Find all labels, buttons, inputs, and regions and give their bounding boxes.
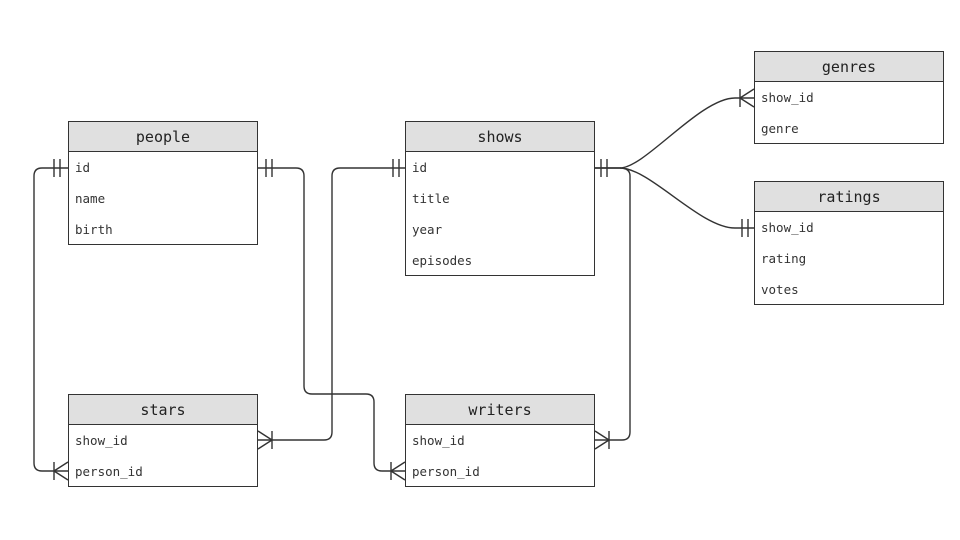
entity-title: shows xyxy=(406,122,594,152)
one-marker xyxy=(265,159,273,177)
field-person-id: person_id xyxy=(75,464,143,479)
entity-title: genres xyxy=(755,52,943,82)
one-marker xyxy=(53,159,61,177)
entity-shows: shows id title year episodes xyxy=(405,121,595,276)
connector-shows-stars xyxy=(258,167,405,441)
many-marker xyxy=(390,461,406,481)
field-show-id: show_id xyxy=(761,90,814,105)
field-name: name xyxy=(75,191,106,206)
entity-title: stars xyxy=(69,395,257,425)
one-marker xyxy=(392,159,400,177)
many-marker xyxy=(53,461,69,481)
many-marker xyxy=(594,430,610,450)
field-genre: genre xyxy=(761,121,799,136)
connector-shows-genres xyxy=(595,97,754,169)
field-year: year xyxy=(412,222,443,237)
connector-shows-writers xyxy=(595,167,631,441)
entity-title: people xyxy=(69,122,257,152)
many-marker xyxy=(739,88,755,108)
entity-genres: genres show_id genre xyxy=(754,51,944,144)
entity-ratings: ratings show_id rating votes xyxy=(754,181,944,305)
one-marker xyxy=(600,159,608,177)
entity-writers: writers show_id person_id xyxy=(405,394,595,487)
connector-shows-ratings xyxy=(595,167,754,229)
entity-title: writers xyxy=(406,395,594,425)
many-marker xyxy=(257,430,273,450)
field-votes: votes xyxy=(761,282,799,297)
connector-people-stars xyxy=(33,167,68,472)
field-show-id: show_id xyxy=(75,433,128,448)
field-id: id xyxy=(75,160,91,175)
connector-people-writers xyxy=(258,167,405,472)
field-id: id xyxy=(412,160,428,175)
entity-title: ratings xyxy=(755,182,943,212)
field-show-id: show_id xyxy=(761,220,814,235)
entity-stars: stars show_id person_id xyxy=(68,394,258,487)
field-rating: rating xyxy=(761,251,807,266)
field-birth: birth xyxy=(75,222,113,237)
field-show-id: show_id xyxy=(412,433,465,448)
entity-people: people id name birth xyxy=(68,121,258,245)
field-episodes: episodes xyxy=(412,253,473,268)
field-person-id: person_id xyxy=(412,464,480,479)
one-marker xyxy=(741,219,749,237)
field-title: title xyxy=(412,191,450,206)
